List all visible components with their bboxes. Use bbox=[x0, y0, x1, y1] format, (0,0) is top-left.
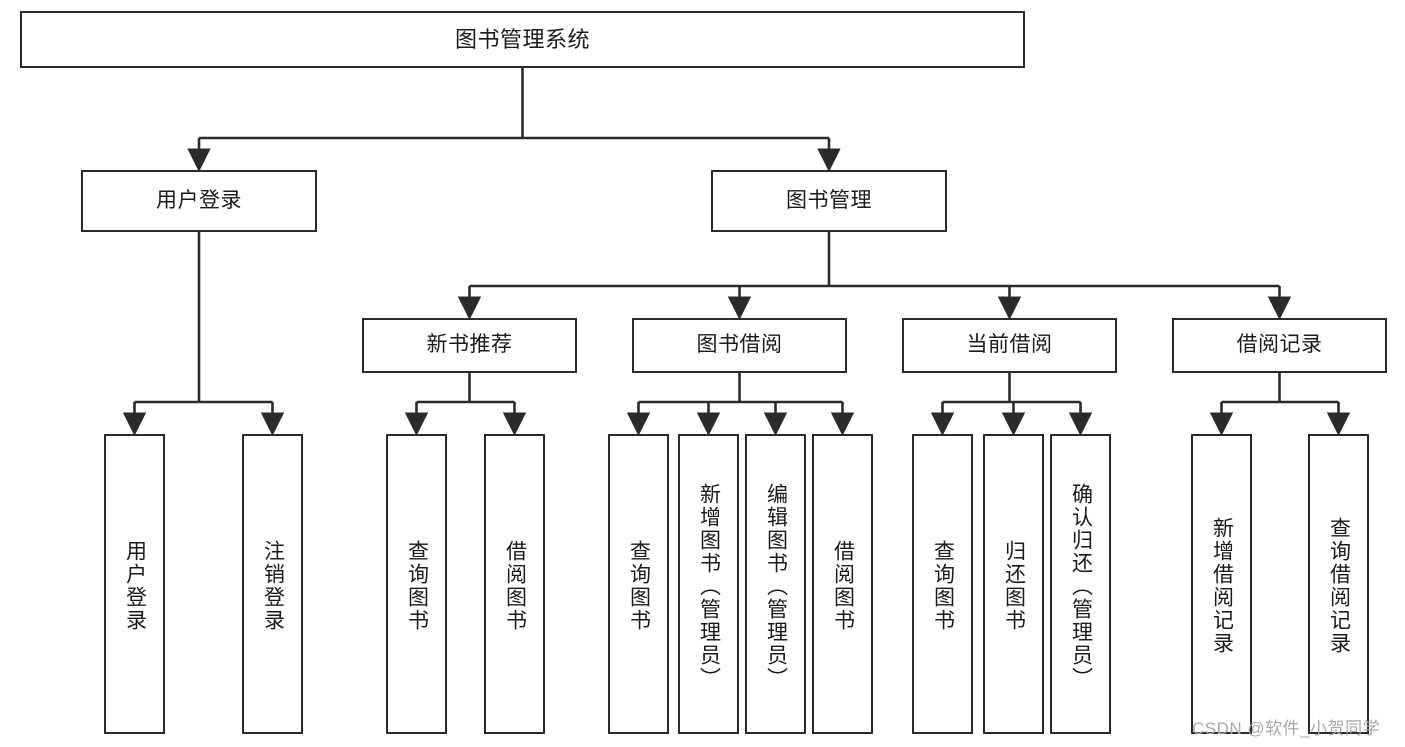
node-label: 图书借阅 bbox=[696, 333, 783, 357]
node-label: 新增图书（管理员） bbox=[697, 483, 721, 690]
node-new-book-rec[interactable]: 新书推荐 bbox=[362, 318, 577, 373]
node-leaf-query-book-1[interactable]: 查询图书 bbox=[386, 434, 447, 734]
node-user-login[interactable]: 用户登录 bbox=[81, 170, 317, 232]
csdn-watermark: CSDN @软件_小贺同学 bbox=[1192, 719, 1381, 738]
node-label: 确认归还（管理员） bbox=[1069, 483, 1093, 690]
node-leaf-confirm-return[interactable]: 确认归还（管理员） bbox=[1050, 434, 1111, 734]
node-book-borrow[interactable]: 图书借阅 bbox=[632, 318, 847, 373]
node-leaf-return-book[interactable]: 归还图书 bbox=[983, 434, 1044, 734]
node-label: 用户登录 bbox=[123, 540, 147, 632]
node-leaf-edit-book[interactable]: 编辑图书（管理员） bbox=[745, 434, 806, 734]
node-label: 借阅记录 bbox=[1236, 333, 1323, 357]
node-leaf-query-book-2[interactable]: 查询图书 bbox=[608, 434, 669, 734]
node-label: 注销登录 bbox=[261, 540, 285, 632]
node-root[interactable]: 图书管理系统 bbox=[20, 11, 1025, 68]
node-label: 新增借阅记录 bbox=[1210, 517, 1234, 655]
node-label: 借阅图书 bbox=[503, 540, 527, 632]
node-label: 当前借阅 bbox=[966, 333, 1053, 357]
node-current-borrow[interactable]: 当前借阅 bbox=[902, 318, 1117, 373]
node-book-manage[interactable]: 图书管理 bbox=[711, 170, 947, 232]
node-label: 编辑图书（管理员） bbox=[764, 483, 788, 690]
node-leaf-borrow-book-1[interactable]: 借阅图书 bbox=[484, 434, 545, 734]
node-leaf-user-login[interactable]: 用户登录 bbox=[104, 434, 165, 734]
node-leaf-logout[interactable]: 注销登录 bbox=[242, 434, 303, 734]
node-label: 归还图书 bbox=[1002, 540, 1026, 632]
node-leaf-query-record[interactable]: 查询借阅记录 bbox=[1308, 434, 1369, 734]
node-label: 查询图书 bbox=[405, 540, 429, 632]
node-label: 借阅图书 bbox=[831, 540, 855, 632]
node-leaf-query-book-3[interactable]: 查询图书 bbox=[912, 434, 973, 734]
node-leaf-borrow-book-2[interactable]: 借阅图书 bbox=[812, 434, 873, 734]
node-label: 新书推荐 bbox=[426, 333, 513, 357]
node-leaf-add-record[interactable]: 新增借阅记录 bbox=[1191, 434, 1252, 734]
node-label: 查询借阅记录 bbox=[1327, 517, 1351, 655]
node-leaf-add-book[interactable]: 新增图书（管理员） bbox=[678, 434, 739, 734]
node-label: 用户登录 bbox=[156, 188, 242, 212]
node-label: 图书管理 bbox=[786, 188, 872, 212]
node-label: 图书管理系统 bbox=[454, 26, 590, 52]
node-borrow-record[interactable]: 借阅记录 bbox=[1172, 318, 1387, 373]
node-label: 查询图书 bbox=[627, 540, 651, 632]
node-label: 查询图书 bbox=[931, 540, 955, 632]
